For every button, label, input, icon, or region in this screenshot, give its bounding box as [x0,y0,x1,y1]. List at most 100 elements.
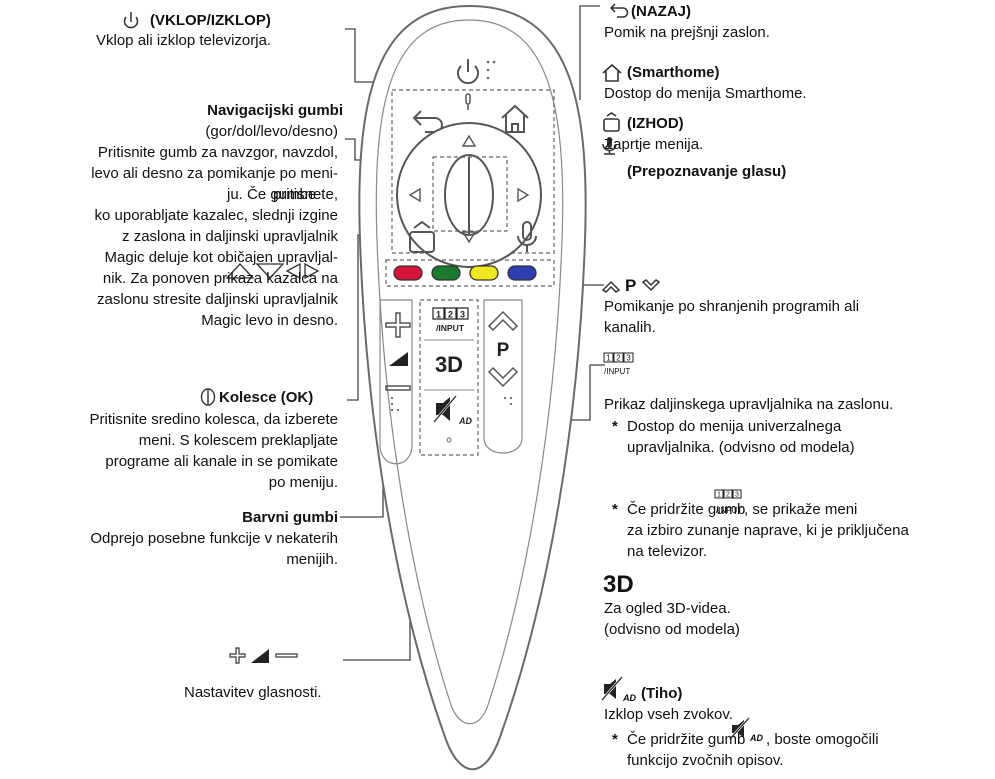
program-p: P [625,276,637,295]
nav-line: ju. Če gumbe [227,186,317,203]
power-desc: Vklop ali izklop televizorja. [96,32,272,49]
mute-ad-inline: AD [750,733,763,743]
nav-line: ko uporabljate kazalec, slednji izgine [94,207,338,224]
wheel-icon [200,388,216,406]
mute-title: (Tiho) [641,685,683,702]
nav-line: zaslonu stresite daljinski upravljalnik [97,291,338,308]
home-title: (Smarthome) [627,64,720,81]
nav-line: Pritisnite gumb za navzgor, navzdol, [97,144,338,161]
input-bullet-line: Če pridržite gumb [627,501,746,518]
voice-icon [602,137,617,155]
volume-up-button[interactable] [385,312,411,338]
input-bullet-line: na televizor. [627,543,708,560]
power-dots [486,60,496,80]
svg-text:1: 1 [606,354,611,363]
program-label: P [497,340,510,361]
exit-title: (IZHOD) [627,115,684,132]
blue-button[interactable] [507,265,537,281]
home-icon [602,63,622,82]
wheel-line: programe ali kanale in se pomikate [105,453,338,470]
bullet-star: * [612,731,618,748]
input-bullet-line: , se prikaže meni [744,501,858,518]
svg-text:2: 2 [448,310,453,320]
nav-sub: (gor/dol/levo/desno) [205,123,338,140]
volume-desc: Nastavitev glasnosti. [184,684,322,701]
nav-line: pritisnete, [272,186,338,203]
voice-button[interactable] [517,221,537,252]
svg-text:3: 3 [626,354,631,363]
wheel-line: po meniju. [268,474,338,491]
program-dots [503,396,513,406]
3d-button[interactable]: 3D [435,352,463,377]
power-button[interactable] [457,59,479,85]
back-icon [609,3,629,18]
remote-body [358,4,587,770]
wheel-title: Kolesce (OK) [219,389,314,406]
mute-bullet-line: funkcijo zvočnih opisov. [627,752,784,769]
leader-back [579,5,600,100]
input-icon: 1 2 3 [603,352,634,363]
program-down-button[interactable] [487,366,519,388]
mute-button[interactable]: AD [433,395,472,426]
volume-icon [389,352,408,366]
3d-line: (odvisno od modela) [604,621,740,638]
input-desc: Prikaz daljinskega upravljalnika na zasl… [604,396,894,413]
power-icon [123,12,139,29]
nav-line: levo ali desno za pomikanje po meni- [91,165,338,182]
red-button[interactable] [393,265,423,281]
mute-ad: AD [623,693,636,703]
svg-text:2: 2 [616,354,621,363]
program-line: kanalih. [604,319,656,336]
volume-icons [229,647,298,664]
voice-title: (Prepoznavanje glasu) [627,163,787,180]
exit-icon [603,112,620,132]
input-bullet-line: Dostop do menija univerzalnega [627,418,842,435]
wheel-button[interactable] [396,122,542,268]
program-updown-icons [601,279,661,293]
color-line: menijih. [286,551,338,568]
program-area [483,299,523,454]
color-buttons-dashed [385,259,555,287]
svg-text:1: 1 [436,310,441,320]
nav-line: Magic levo in desno. [201,312,338,329]
yellow-button[interactable] [469,265,499,281]
input-icon-inline: 1 2 3 [714,489,742,499]
home-button[interactable] [501,104,529,133]
remote-inner-outline [375,19,564,725]
power-title: (VKLOP/IZKLOP) [150,12,271,29]
program-line: Pomikanje po shranjenih programih ali [604,298,860,315]
mute-desc: Izklop vseh zvokov. [604,706,733,723]
input-slash-inline: /INPUT [716,506,743,515]
bullet-star: * [612,418,618,435]
back-title: (NAZAJ) [631,3,691,20]
input-button[interactable]: 1 2 3 /INPUT [432,307,469,333]
wheel-line: Pritisnite sredino kolesca, da izberete [89,411,338,428]
mute-icon-inline [729,717,750,740]
mic-small-icon [465,93,471,110]
exit-button[interactable] [409,220,435,253]
mute-bullet-line: Če pridržite gumb [627,731,746,748]
mute-icon [601,676,623,701]
color-title: Barvni gumbi [242,509,338,526]
wheel-line: meni. S kolescem preklapljate [138,432,338,449]
nav-line: Magic deluje kot običajen upravljal- [104,249,338,266]
volume-down-button[interactable] [385,385,411,391]
svg-text:3: 3 [735,492,739,499]
nav-arrows-icons [225,262,320,280]
program-up-button[interactable] [487,310,519,332]
home-desc: Dostop do menija Smarthome. [604,85,807,102]
svg-text:2: 2 [726,492,730,499]
svg-text:AD: AD [458,416,472,426]
center-buttons-dashed [419,299,479,456]
nav-title: Navigacijski gumbi [207,102,343,119]
3d-line: Za ogled 3D-videa. [604,600,731,617]
green-button[interactable] [431,265,461,281]
exit-desc: Zaprtje menija. [604,136,704,153]
input-button-label: /INPUT [436,323,465,333]
input-bullet-line: za izbiro zunanje naprave, ki je priklju… [627,522,909,539]
nav-line: z zaslona in daljinski upravljalnik [122,228,338,245]
3d-icon: 3D [603,571,634,598]
volume-area [379,299,413,465]
mute-bullet-line: , boste omogočili [766,731,879,748]
